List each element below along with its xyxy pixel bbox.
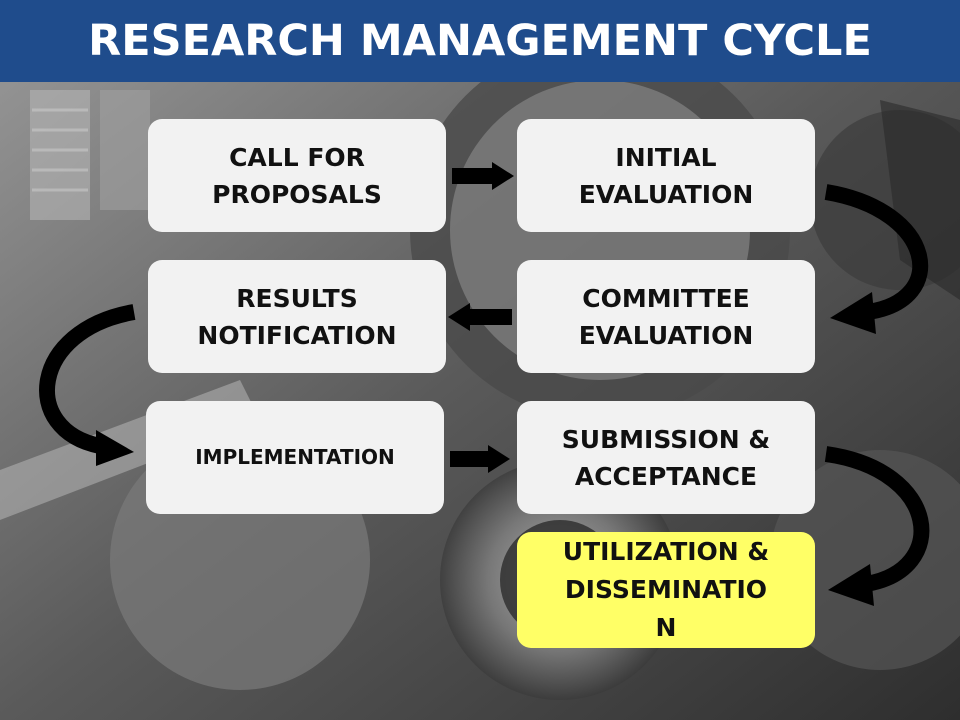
title-banner: RESEARCH MANAGEMENT CYCLE [0, 0, 960, 82]
step-utilization-dissemination: UTILIZATION & DISSEMINATIO N [517, 532, 815, 648]
step-label: INITIAL EVALUATION [578, 142, 754, 209]
step-submission-acceptance: SUBMISSION & ACCEPTANCE [517, 401, 815, 514]
step-call-for-proposals: CALL FOR PROPOSALS [148, 119, 446, 232]
step-label: SUBMISSION & ACCEPTANCE [561, 424, 771, 491]
page-title: RESEARCH MANAGEMENT CYCLE [88, 16, 872, 66]
step-committee-evaluation: COMMITTEE EVALUATION [517, 260, 815, 373]
step-label: COMMITTEE EVALUATION [578, 283, 754, 350]
step-label: RESULTS NOTIFICATION [197, 283, 397, 350]
step-results-notification: RESULTS NOTIFICATION [148, 260, 446, 373]
step-label: CALL FOR PROPOSALS [212, 142, 382, 209]
step-initial-evaluation: INITIAL EVALUATION [517, 119, 815, 232]
step-implementation: IMPLEMENTATION [146, 401, 444, 514]
step-label: UTILIZATION & DISSEMINATIO N [562, 537, 770, 642]
step-label: IMPLEMENTATION [195, 445, 395, 469]
